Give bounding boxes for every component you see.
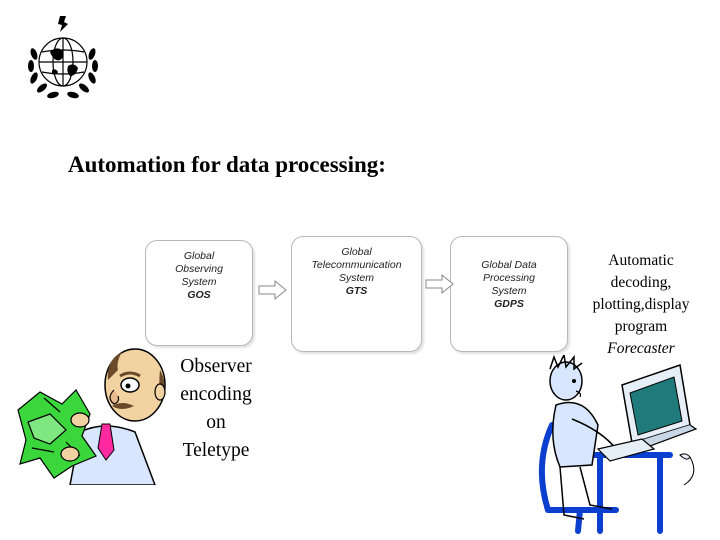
slide-title: Automation for data processing: xyxy=(68,152,386,177)
forecaster-label: Forecaster xyxy=(607,340,675,357)
observer-with-papers-icon xyxy=(17,348,166,485)
gdps-abbr: GDPS xyxy=(494,298,524,310)
gts-line-3: System xyxy=(338,272,374,284)
arrow-right-icon xyxy=(258,279,287,301)
automatic-caption-line-4: program xyxy=(614,318,668,335)
automatic-caption-line-2: decoding, xyxy=(610,274,672,291)
gos-line-3: System xyxy=(181,276,217,288)
gts-line-2: Telecommunication xyxy=(311,259,402,271)
gos-abbr: GOS xyxy=(187,289,211,301)
automatic-caption-line-3: plotting,display xyxy=(592,296,690,313)
gdps-line-3: System xyxy=(491,285,527,297)
gdps-line-2: Processing xyxy=(483,272,535,284)
automatic-caption-line-1: Automatic xyxy=(608,252,674,269)
gos-line-2: Observing xyxy=(175,263,223,275)
forecaster-at-computer-icon xyxy=(538,355,698,534)
observer-caption: Observer encoding on Teletype xyxy=(166,353,266,465)
gos-box: Global Observing System GOS xyxy=(145,240,253,346)
observer-caption-line-1: Observer xyxy=(180,356,252,377)
gdps-line-1: Global Data xyxy=(481,259,537,271)
wmo-emblem-icon xyxy=(28,16,98,99)
gts-abbr: GTS xyxy=(345,285,368,297)
gts-box: Global Telecommunication System GTS xyxy=(291,236,422,352)
arrow-right-icon xyxy=(425,273,454,295)
automatic-caption: Automatic decoding, plotting,display pro… xyxy=(574,250,708,360)
gos-line-1: Global xyxy=(183,250,215,262)
observer-caption-line-4: Teletype xyxy=(182,440,250,461)
observer-caption-line-3: on xyxy=(206,412,226,433)
observer-caption-line-2: encoding xyxy=(180,384,252,405)
gdps-box: Global Data Processing System GDPS xyxy=(450,236,568,352)
gts-line-1: Global xyxy=(341,246,372,258)
